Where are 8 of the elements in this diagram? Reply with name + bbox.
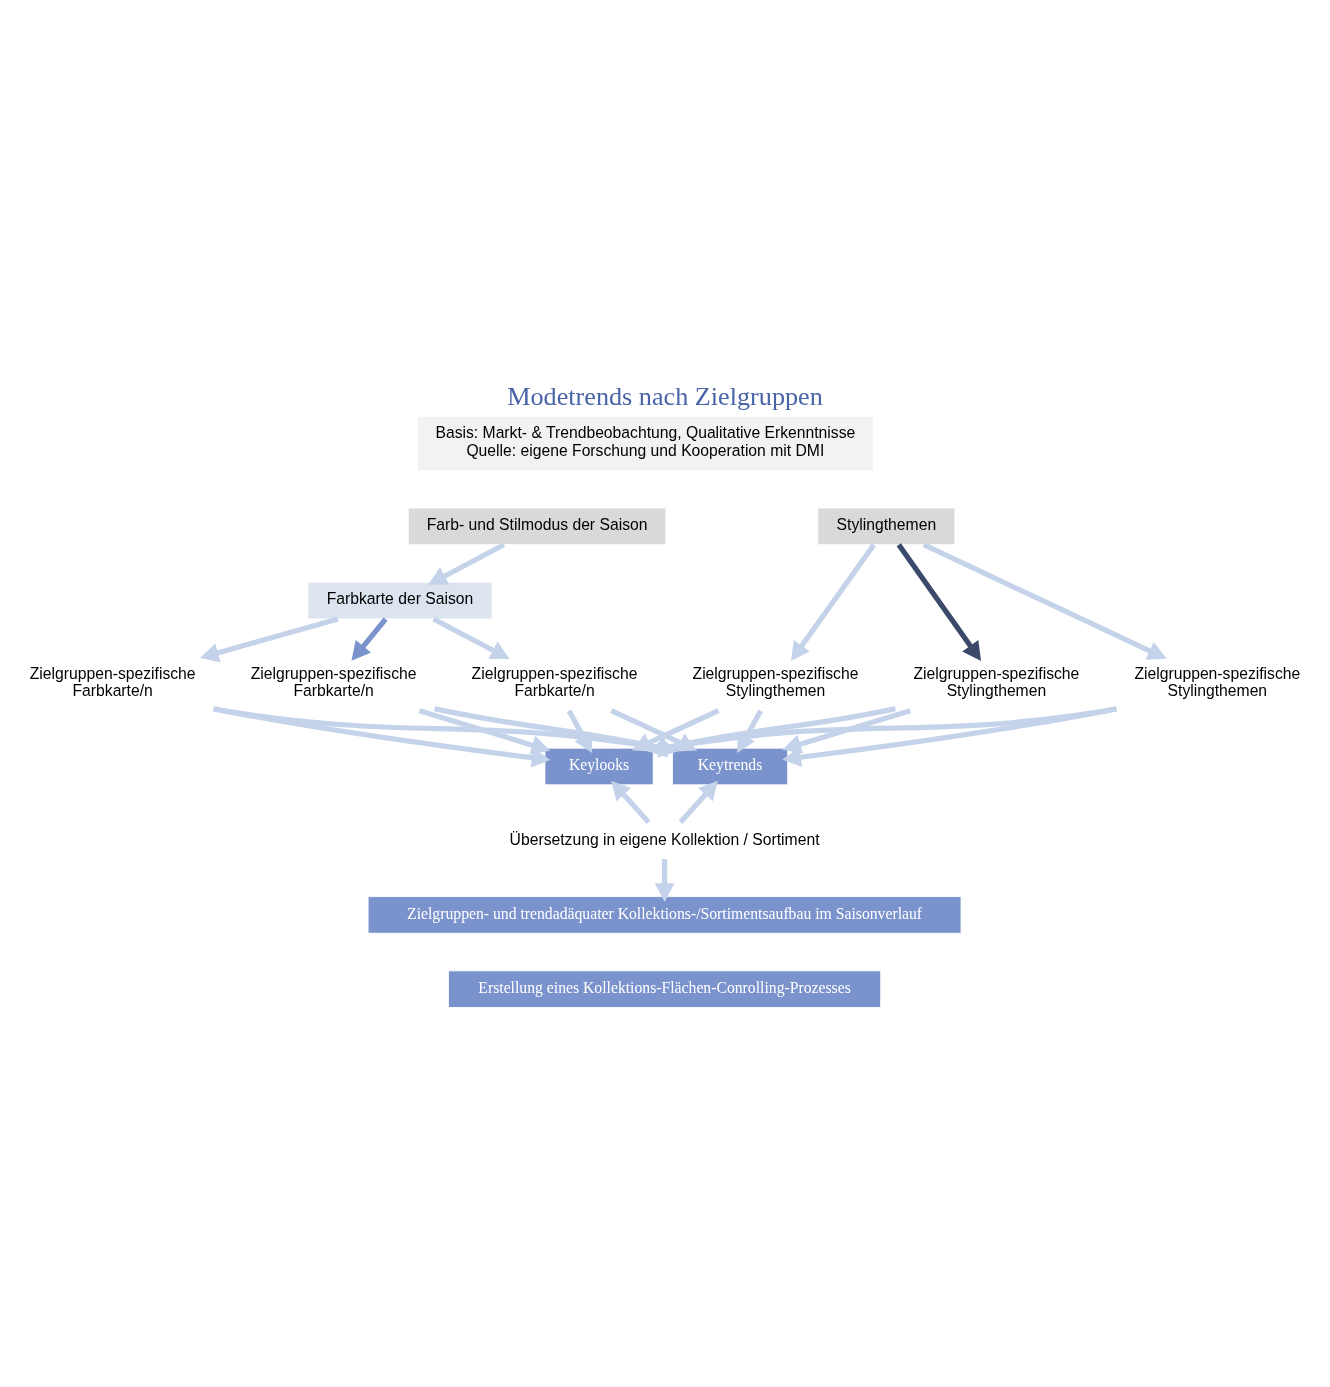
node-text: Zielgruppen-spezifische Stylingthemen <box>913 664 1080 699</box>
diagram-title: Modetrends nach Zielgruppen <box>507 381 823 411</box>
node-text: Zielgruppen-spezifische Farbkarte/n <box>471 664 638 699</box>
node-text: Zielgruppen-spezifische Stylingthemen <box>1134 664 1301 699</box>
node-text: Übersetzung in eigene Kollektion / Sortiment <box>509 830 820 848</box>
node-text: Zielgruppen-spezifische Farbkarte/n <box>250 664 417 699</box>
node-text: Zielgruppen-spezifische Farbkarte/n <box>29 664 196 699</box>
node-text: Zielgruppen-spezifische Stylingthemen <box>692 664 859 699</box>
